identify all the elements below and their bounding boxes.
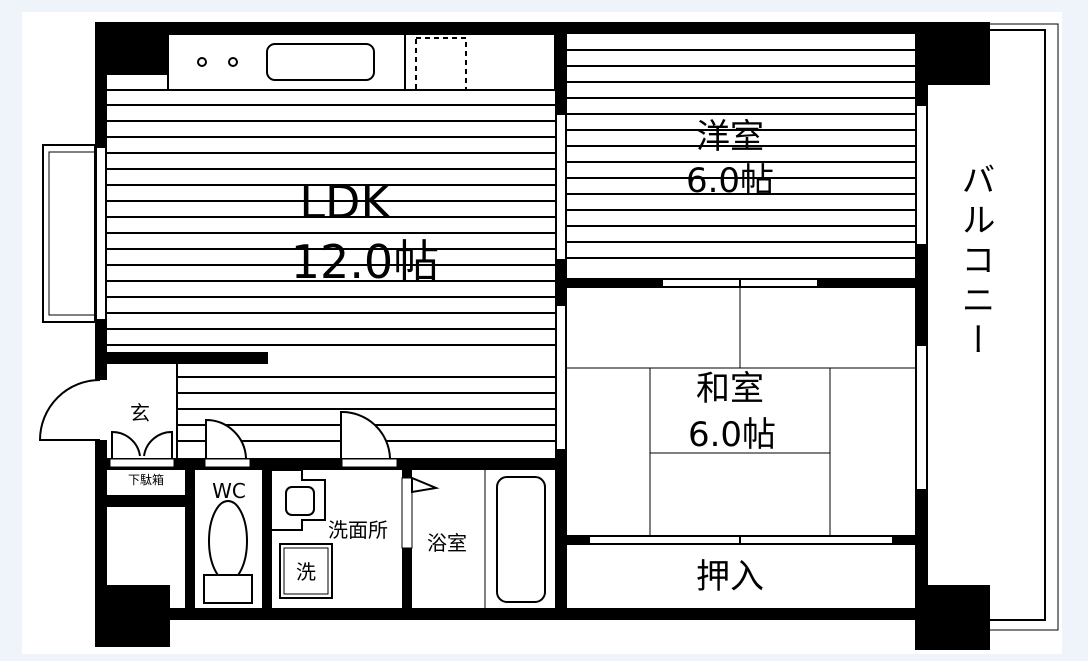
washing-machine-space <box>279 543 333 599</box>
toilet-icon <box>203 500 253 604</box>
walls <box>95 22 990 650</box>
washroom-name: 洗面所 <box>328 518 388 542</box>
bath-door[interactable] <box>401 476 440 549</box>
wash-basin-counter <box>272 469 326 531</box>
western-room-size: 6.0帖 <box>686 161 774 201</box>
japanese-room-name: 和室 <box>696 369 764 409</box>
japanese-room-size: 6.0帖 <box>688 415 776 455</box>
stove-burner-icon <box>197 57 207 67</box>
ldk-size: 12.0帖 <box>291 235 439 289</box>
western-room-flooring <box>567 49 915 259</box>
kitchen-counter <box>107 33 556 91</box>
washroom-door[interactable] <box>340 410 391 459</box>
entrance-door[interactable] <box>38 379 101 441</box>
bathtub-icon <box>496 476 546 603</box>
sliding-doors[interactable] <box>555 104 928 545</box>
ldk-name: LDK <box>299 175 392 229</box>
door-openings <box>109 458 398 468</box>
left-window <box>42 144 107 323</box>
washer-label: 洗 <box>296 560 316 584</box>
plan-paper <box>22 12 1062 654</box>
refrigerator-space-icon <box>415 37 467 91</box>
shoe-box-name: 下駄箱 <box>128 472 164 487</box>
wc-door[interactable] <box>205 418 247 459</box>
ldk-flooring <box>107 104 555 442</box>
sink-icon <box>266 43 375 81</box>
toilet-name: WC <box>212 479 246 503</box>
stove-burner-icon <box>228 57 238 67</box>
closet-name: 押入 <box>696 557 764 597</box>
shoe-box-doors <box>111 430 173 458</box>
wash-basin-icon <box>285 486 315 516</box>
western-room-name: 洋室 <box>696 117 764 157</box>
bathroom-name: 浴室 <box>427 531 467 555</box>
entrance-name: 玄 <box>130 401 150 425</box>
balcony-railing <box>990 23 1059 631</box>
balcony-name: バルコニー <box>955 162 995 362</box>
tatami-lines <box>567 288 915 535</box>
